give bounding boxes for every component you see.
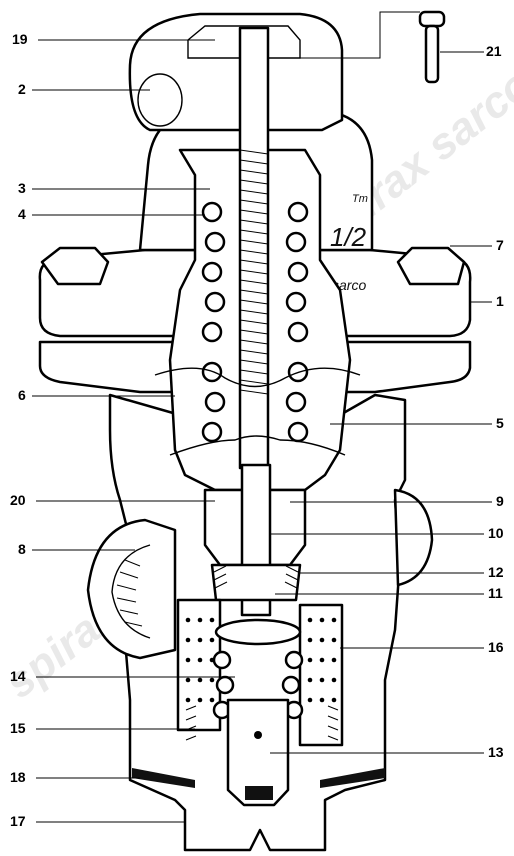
lower-diaphragm xyxy=(169,435,346,456)
bottom-cap-thread xyxy=(185,705,339,741)
adjustment-cap xyxy=(128,12,344,132)
callout-8: 8 xyxy=(18,541,26,557)
callout-9: 9 xyxy=(496,493,504,509)
cap-boss xyxy=(137,73,183,127)
inlet-thread xyxy=(111,544,151,639)
callout-6: 6 xyxy=(18,387,26,403)
callout-11: 11 xyxy=(488,585,503,601)
callout-18: 18 xyxy=(10,769,26,785)
spindle-thread xyxy=(239,149,269,395)
bottom-cap-plug xyxy=(226,698,290,807)
callouts-right: 21 7 1 5 9 10 12 11 16 13 xyxy=(270,11,504,760)
upper-diaphragm xyxy=(154,367,361,388)
seat-thread-hatch xyxy=(213,565,299,589)
callout-20: 20 xyxy=(10,492,26,508)
locking-pin-detail xyxy=(418,10,446,84)
inlet-thread-hatch xyxy=(116,559,143,627)
cap-nut xyxy=(187,25,301,59)
seat-thread xyxy=(210,563,302,602)
callout-13: 13 xyxy=(488,744,504,760)
outlet-boss xyxy=(393,488,434,587)
callout-16: 16 xyxy=(488,639,504,655)
callouts-left: 19 2 3 4 6 20 8 14 15 18 17 xyxy=(10,31,235,829)
callout-17: 17 xyxy=(10,813,26,829)
strainer-screen xyxy=(298,603,344,747)
valve-illustration: 1/2 sarco Tm xyxy=(38,10,472,852)
callout-12: 12 xyxy=(488,564,504,580)
plug-hole xyxy=(254,731,262,739)
return-spring-coils xyxy=(212,650,304,720)
body-gasket-band-right xyxy=(320,768,385,788)
body-marking-series: 1/2 xyxy=(330,222,367,252)
main-spring-coils xyxy=(201,201,309,443)
plug-shade xyxy=(245,786,273,800)
callout-19: 19 xyxy=(12,31,28,47)
callout-7: 7 xyxy=(496,237,504,253)
callout-15: 15 xyxy=(10,720,26,736)
adjusting-spindle xyxy=(238,26,270,470)
callout-21: 21 xyxy=(486,43,502,59)
callout-2: 2 xyxy=(18,81,26,97)
body-gasket-band xyxy=(132,768,195,788)
flange-bolt-right xyxy=(396,246,466,286)
flange-bolt-left xyxy=(40,246,110,286)
callout-10: 10 xyxy=(488,525,504,541)
strainer-perforations xyxy=(185,617,337,703)
callout-14: 14 xyxy=(10,668,26,684)
valve-head xyxy=(214,618,302,646)
body-marking-tm: Tm xyxy=(352,193,368,205)
callout-1: 1 xyxy=(496,293,504,309)
callout-5: 5 xyxy=(496,415,504,431)
callout-4: 4 xyxy=(18,206,26,222)
callout-3: 3 xyxy=(18,180,26,196)
